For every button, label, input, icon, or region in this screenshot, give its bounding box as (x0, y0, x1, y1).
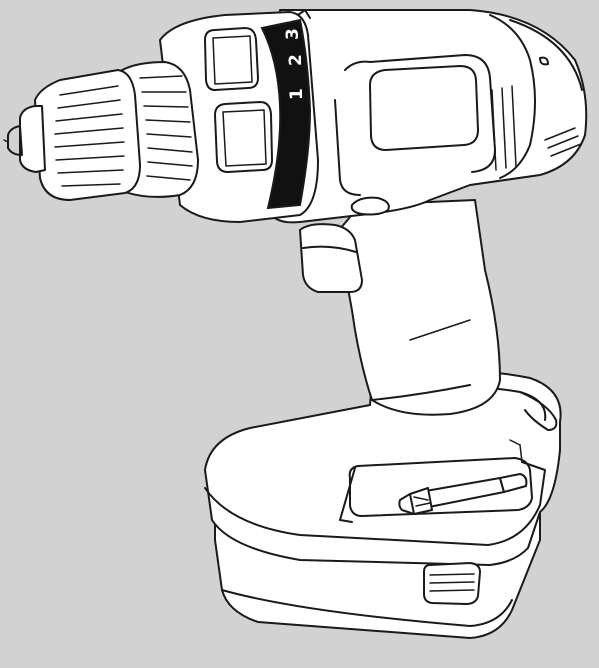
torque-number-1: 1 (287, 88, 307, 100)
torque-number-3: 3 (283, 28, 303, 40)
trigger (299, 223, 363, 293)
keyless-chuck (3, 61, 199, 201)
battery-pack (204, 369, 562, 639)
torque-number-4: 4 (281, 14, 295, 22)
screwdriver-bit-icon (398, 473, 528, 515)
torque-number-2: 2 (286, 54, 306, 66)
motor-housing (267, 9, 588, 224)
drill-handle (334, 199, 501, 416)
torque-collar: 1 2 3 4 (260, 14, 312, 210)
